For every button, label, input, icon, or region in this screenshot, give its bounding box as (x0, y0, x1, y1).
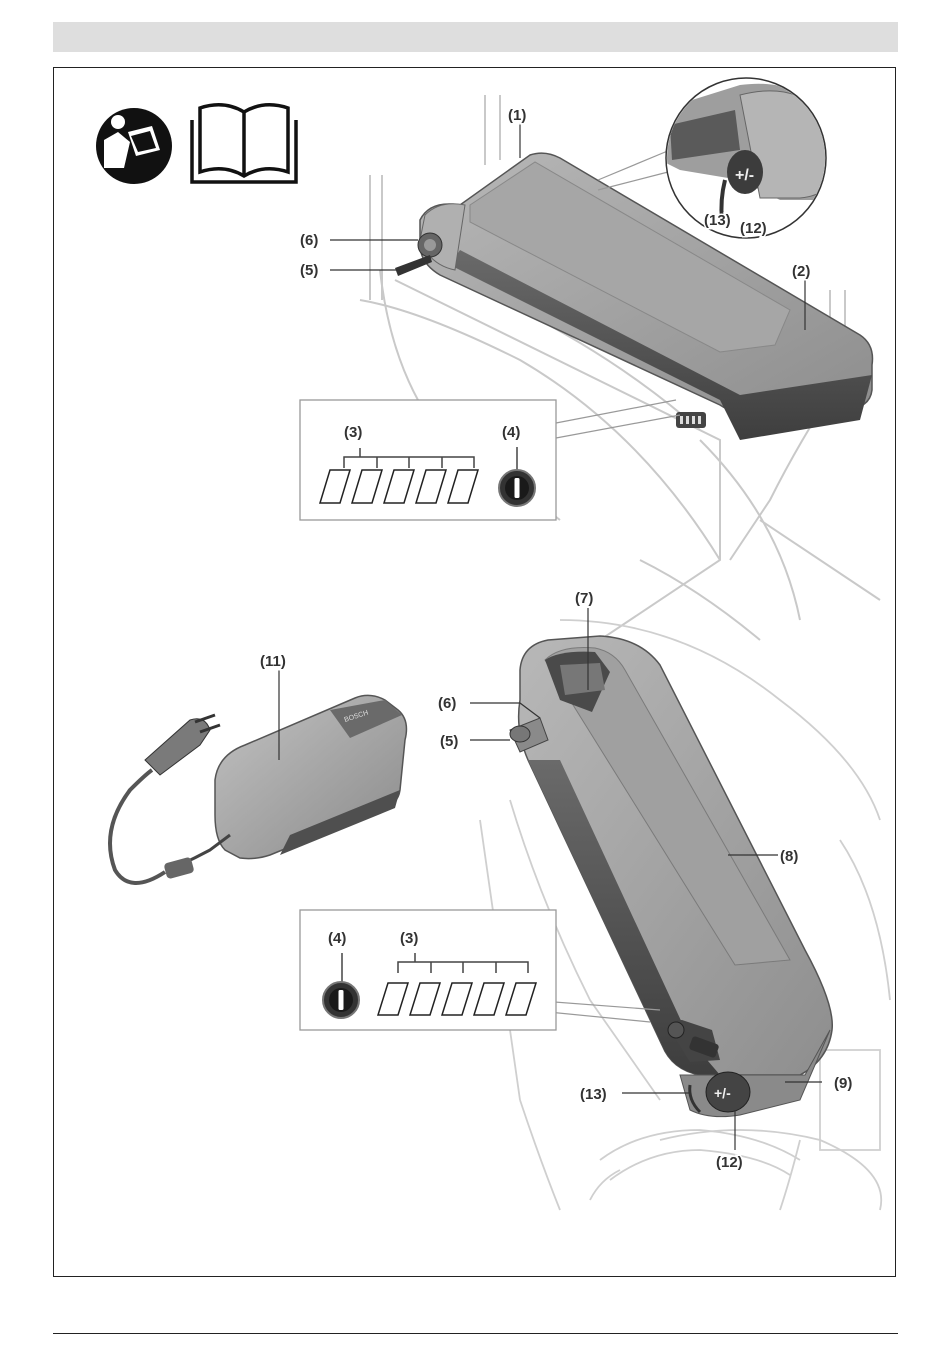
callout-3-bottom: (3) (400, 930, 418, 947)
callout-2: (2) (792, 263, 810, 280)
callout-11: (11) (260, 653, 286, 670)
charger: BOSCH (110, 695, 406, 883)
callout-6-bottom: (6) (438, 695, 456, 712)
power-button-icon (499, 470, 535, 506)
read-manual-icon (96, 108, 172, 184)
callout-3-top: (3) (344, 424, 362, 441)
callout-9: (9) (834, 1075, 852, 1092)
display-inset-bottom (300, 910, 660, 1030)
svg-text:+/-: +/- (735, 167, 754, 184)
callout-6-top: (6) (300, 232, 318, 249)
callout-4-top: (4) (502, 424, 520, 441)
callout-4-bottom: (4) (328, 930, 346, 947)
manual-book-icon (192, 105, 296, 182)
svg-text:+/-: +/- (714, 1085, 731, 1101)
callout-1: (1) (508, 107, 526, 124)
power-button-icon (323, 982, 359, 1018)
frame-battery-bottom: +/- (510, 636, 832, 1117)
callout-5-bottom: (5) (440, 733, 458, 750)
callout-12-top: (12) (740, 220, 767, 237)
callout-12-bottom: (12) (716, 1154, 743, 1171)
callout-8: (8) (780, 848, 798, 865)
display-inset-top (300, 400, 680, 520)
callout-7: (7) (575, 590, 593, 607)
callout-5-top: (5) (300, 262, 318, 279)
callout-13-bottom: (13) (580, 1086, 607, 1103)
callout-13-top: (13) (704, 212, 731, 229)
